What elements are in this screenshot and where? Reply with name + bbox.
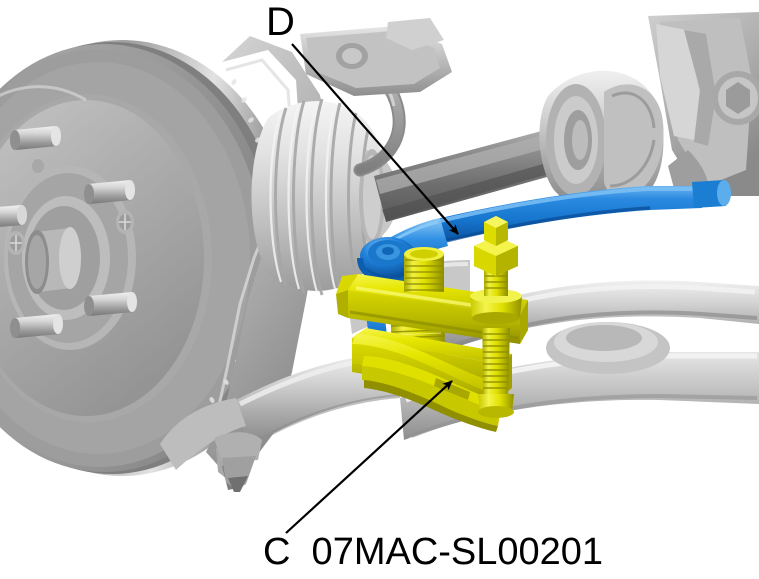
callout-label-d: D	[266, 0, 295, 44]
tool-right-screw	[470, 216, 522, 418]
upper-bracket	[300, 18, 452, 96]
subframe-bracket	[648, 12, 759, 196]
cv-joint-housing	[539, 70, 664, 212]
ball-joint-remover-tool	[336, 216, 528, 432]
callout-label-c: C 07MAC-SL00201	[263, 531, 604, 573]
wheel-studs	[0, 126, 137, 338]
tool-bolt-head	[484, 216, 508, 246]
callout-arrow-d	[291, 43, 459, 235]
tool-left-screw-top	[404, 247, 444, 292]
tool-lower-jaw	[352, 334, 506, 432]
subframe-bolt	[712, 71, 759, 125]
rotor-retaining-screws	[7, 159, 134, 255]
callout-arrow-c	[285, 380, 453, 534]
ball-joint-boss	[546, 322, 670, 374]
callout-arrows	[285, 43, 459, 534]
ball-joint-stud	[214, 432, 262, 492]
drive-shaft	[374, 70, 664, 222]
